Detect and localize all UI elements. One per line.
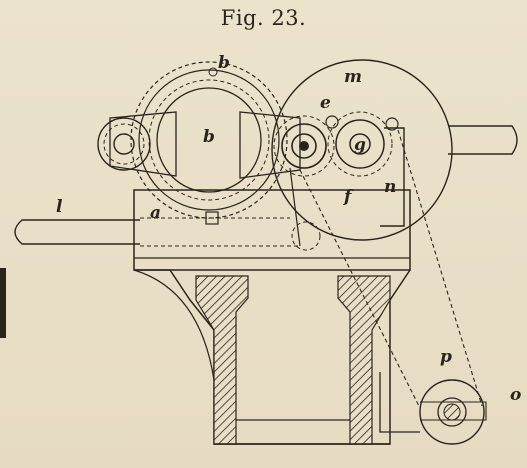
label-p: p xyxy=(440,347,452,367)
figure-title: Fig. 23. xyxy=(220,6,307,30)
body-block xyxy=(133,189,411,271)
label-b-center: b xyxy=(203,127,215,147)
label-n: n xyxy=(384,177,396,197)
label-e: e xyxy=(320,93,331,113)
column-left-section xyxy=(195,275,249,445)
label-f: f xyxy=(343,187,354,207)
left-handle-l xyxy=(14,219,140,245)
gear-b xyxy=(130,61,288,219)
lever-right xyxy=(239,111,301,179)
bracket-n xyxy=(380,127,405,227)
label-a: a xyxy=(150,203,161,223)
lever-left xyxy=(109,111,177,177)
pulley-p xyxy=(419,379,485,445)
chain xyxy=(299,169,421,409)
column-right-section xyxy=(337,275,391,445)
label-m: m xyxy=(344,67,362,87)
wheel-m xyxy=(271,59,453,241)
label-b-top: b xyxy=(218,53,230,73)
label-g: g xyxy=(354,135,366,155)
gear-g xyxy=(335,119,385,169)
gear-f xyxy=(327,111,393,177)
hub-b xyxy=(156,87,262,193)
left-bearing xyxy=(97,117,151,171)
gear-e xyxy=(281,123,327,169)
page-edge-mark xyxy=(0,268,6,338)
label-l: l xyxy=(56,197,63,217)
right-handle xyxy=(448,125,518,155)
label-o: o xyxy=(510,385,521,405)
